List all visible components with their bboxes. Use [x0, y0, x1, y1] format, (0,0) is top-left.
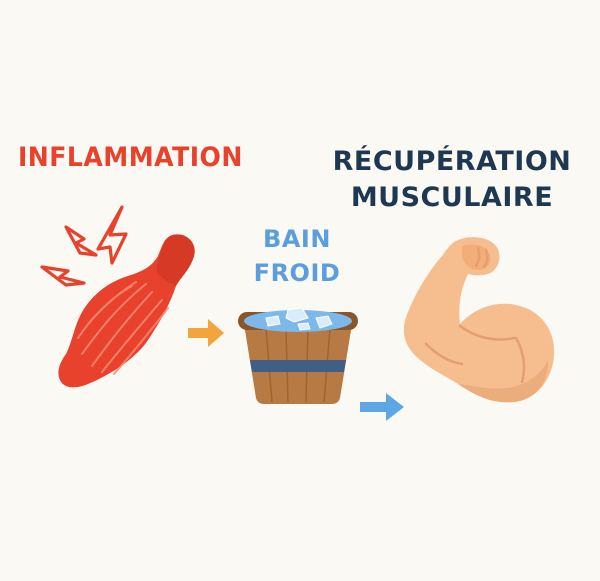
inflamed-muscle-icon [58, 234, 195, 388]
lightning-bolt-icon [40, 205, 128, 287]
cold-bath-label-line1: BAIN [263, 225, 331, 253]
recovery-label-line2: MUSCULAIRE [350, 182, 554, 213]
arrow-right-icon [360, 393, 404, 421]
recovery-label: RÉCUPÉRATION MUSCULAIRE [318, 144, 586, 216]
cold-bath-label: BAIN FROID [247, 222, 347, 290]
arrow-right-icon [188, 319, 224, 347]
inflammation-label: INFLAMMATION [18, 142, 243, 173]
cold-bath-label-line2: FROID [253, 259, 341, 287]
flexed-bicep-icon [403, 237, 555, 403]
recovery-label-line1: RÉCUPÉRATION [332, 146, 572, 177]
ice-bath-tub-icon [238, 307, 358, 404]
